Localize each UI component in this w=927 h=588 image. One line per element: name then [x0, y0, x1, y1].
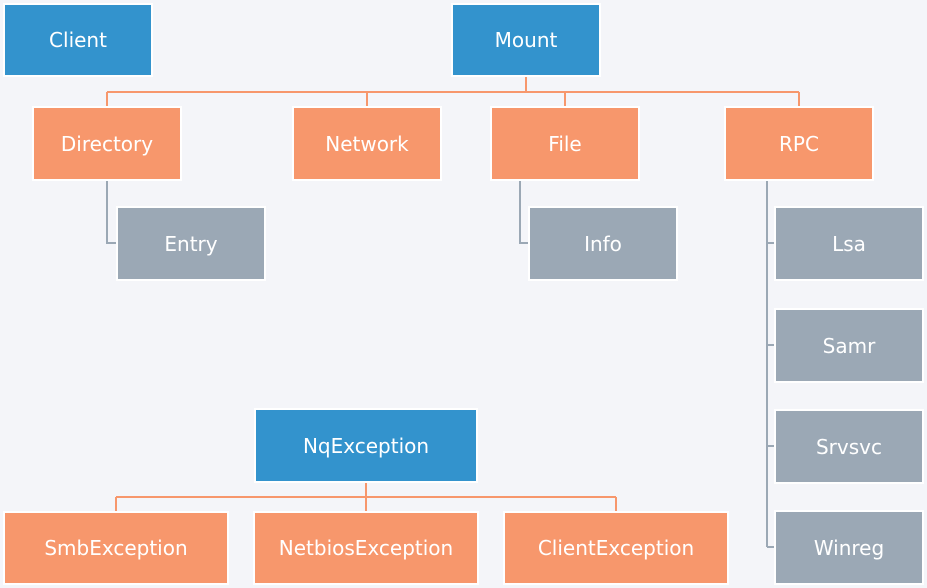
- node-network: Network: [292, 106, 442, 181]
- node-clientexception: ClientException: [503, 511, 729, 585]
- node-smbexception: SmbException: [3, 511, 229, 585]
- node-client: Client: [3, 3, 153, 77]
- node-srvsvc: Srvsvc: [774, 409, 924, 484]
- directory-entry-connector: [106, 181, 117, 244]
- node-netbiosexception: NetbiosException: [253, 511, 479, 585]
- mount-children-connectors: [106, 76, 800, 106]
- node-lsa: Lsa: [774, 206, 924, 281]
- node-rpc: RPC: [724, 106, 874, 181]
- node-entry: Entry: [116, 206, 266, 281]
- node-mount: Mount: [451, 3, 601, 77]
- file-info-connector: [519, 181, 530, 244]
- node-info: Info: [528, 206, 678, 281]
- node-samr: Samr: [774, 308, 924, 383]
- nqexception-children-connectors: [115, 482, 617, 511]
- node-nqexception: NqException: [254, 408, 478, 483]
- node-file: File: [490, 106, 640, 181]
- node-directory: Directory: [32, 106, 182, 181]
- node-winreg: Winreg: [774, 510, 924, 585]
